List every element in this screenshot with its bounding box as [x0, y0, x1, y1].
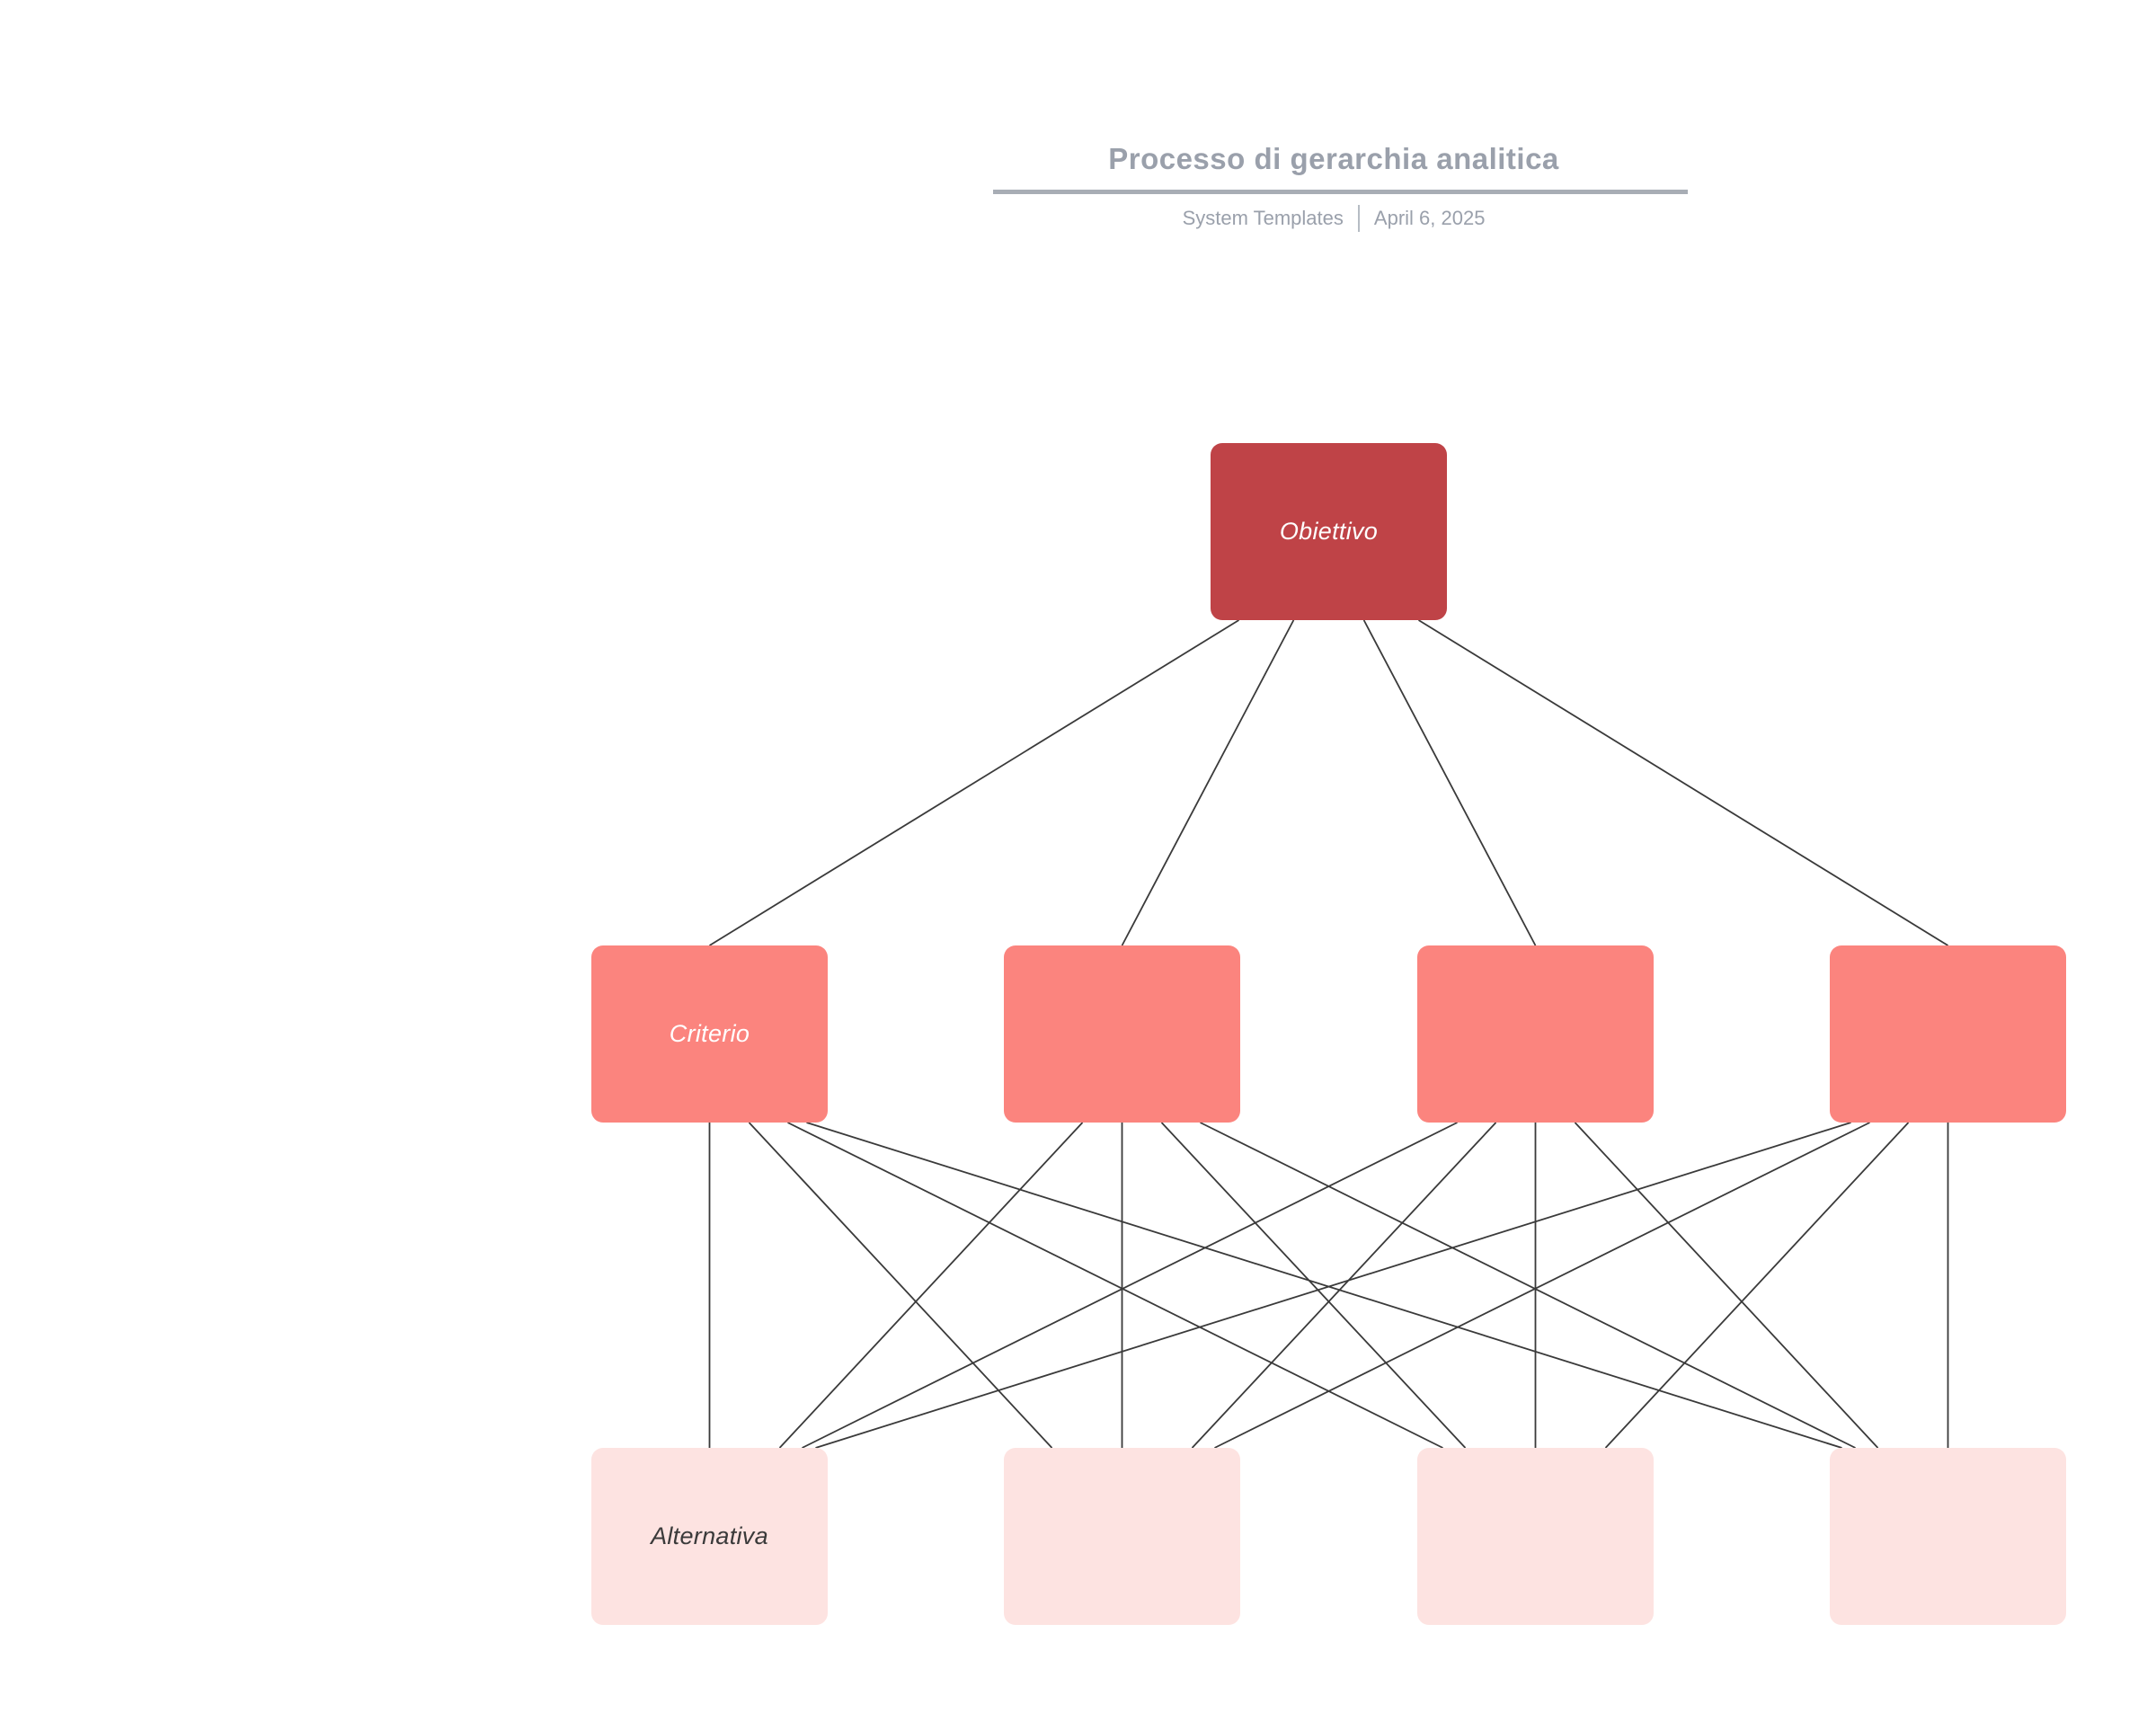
node-criterion-2[interactable] [1004, 945, 1240, 1123]
connector-line [1200, 1122, 1856, 1449]
connector-line [709, 619, 1239, 946]
subtitle: System Templates April 6, 2025 [974, 205, 1693, 232]
page-title: Processo di gerarchia analitica [1108, 142, 1559, 175]
connector-line [1418, 619, 1948, 946]
connector-line [778, 1122, 1084, 1449]
criterion-label: Criterio [669, 1020, 750, 1047]
connector-line [1574, 1122, 1879, 1449]
subtitle-date: April 6, 2025 [1373, 207, 1486, 229]
connector-line [1160, 1122, 1467, 1449]
connector-line [1362, 619, 1537, 946]
subtitle-divider [1357, 205, 1360, 232]
connector-line [748, 1122, 1053, 1449]
subtitle-author: System Templates [1182, 207, 1344, 229]
node-criterion-1[interactable]: Criterio [591, 945, 828, 1123]
node-alternative-4[interactable] [1830, 1448, 2066, 1625]
connector-line [815, 1122, 1851, 1449]
node-alternative-2[interactable] [1004, 1448, 1240, 1625]
connector-line [1121, 619, 1295, 946]
node-alternative-1[interactable]: Alternativa [591, 1448, 828, 1625]
title-underline [993, 190, 1688, 194]
alternative-label: Alternativa [651, 1522, 768, 1549]
connector-line [1604, 1122, 1910, 1449]
node-goal-1[interactable]: Obiettivo [1211, 443, 1447, 620]
connector-line [787, 1122, 1443, 1449]
connector-line [802, 1122, 1458, 1449]
node-criterion-4[interactable] [1830, 945, 2066, 1123]
connector-line [1191, 1122, 1497, 1449]
node-criterion-3[interactable] [1417, 945, 1654, 1123]
node-alternative-3[interactable] [1417, 1448, 1654, 1625]
connector-line [1214, 1122, 1870, 1449]
goal-label: Obiettivo [1279, 518, 1379, 545]
connector-line [806, 1122, 1842, 1449]
